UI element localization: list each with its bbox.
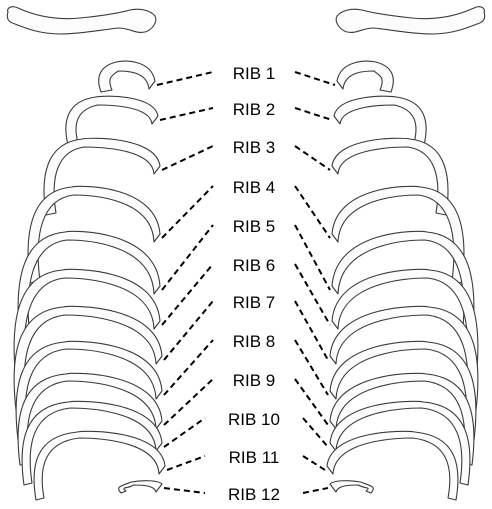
leader-left-rib-3 [162,146,213,170]
rib-label-5: RIB 5 [233,217,276,236]
leader-right-rib-3 [295,146,330,170]
left-rib-11 [34,431,165,500]
rib-label-8: RIB 8 [233,332,276,351]
leader-right-rib-11 [303,456,325,470]
leader-left-rib-7 [164,301,213,360]
left-clavicle [7,7,156,34]
leader-left-rib-6 [162,264,213,325]
rib-label-9: RIB 9 [233,371,276,390]
rib-label-3: RIB 3 [233,138,276,157]
leader-right-rib-5 [295,225,330,290]
leader-left-rib-11 [167,456,205,470]
leader-right-rib-1 [295,72,335,85]
rib-label-6: RIB 6 [233,256,276,275]
leader-left-rib-4 [162,186,213,238]
leader-right-rib-6 [295,264,330,325]
left-rib-1 [99,61,155,92]
leader-right-rib-10 [303,418,328,447]
leader-right-rib-12 [303,488,328,493]
rib-label-12: RIB 12 [228,485,280,504]
rib-label-1: RIB 1 [233,64,276,83]
leader-left-rib-5 [162,225,213,290]
leader-right-rib-4 [295,186,330,238]
right-rib-2 [334,96,426,145]
right-ribs [327,61,478,500]
rib-label-7: RIB 7 [233,293,276,312]
leader-lines [157,72,335,493]
leader-left-rib-12 [164,488,205,493]
right-clavicle [336,7,485,34]
right-rib-12 [330,481,373,493]
rib-label-4: RIB 4 [233,178,276,197]
leader-right-rib-8 [295,340,328,395]
right-rib-1 [337,61,393,92]
leader-left-rib-1 [157,72,213,85]
leader-right-rib-7 [295,301,328,360]
rib-label-11: RIB 11 [229,448,280,467]
leader-left-rib-8 [164,340,213,395]
rib-label-2: RIB 2 [233,100,276,119]
left-rib-12 [119,481,162,493]
rib-label-10: RIB 10 [228,410,280,429]
leader-left-rib-10 [164,418,205,447]
right-rib-11 [327,431,458,500]
left-ribs [14,61,165,500]
leader-left-rib-2 [160,108,213,120]
left-rib-2 [66,96,158,145]
leader-right-rib-2 [295,108,332,120]
